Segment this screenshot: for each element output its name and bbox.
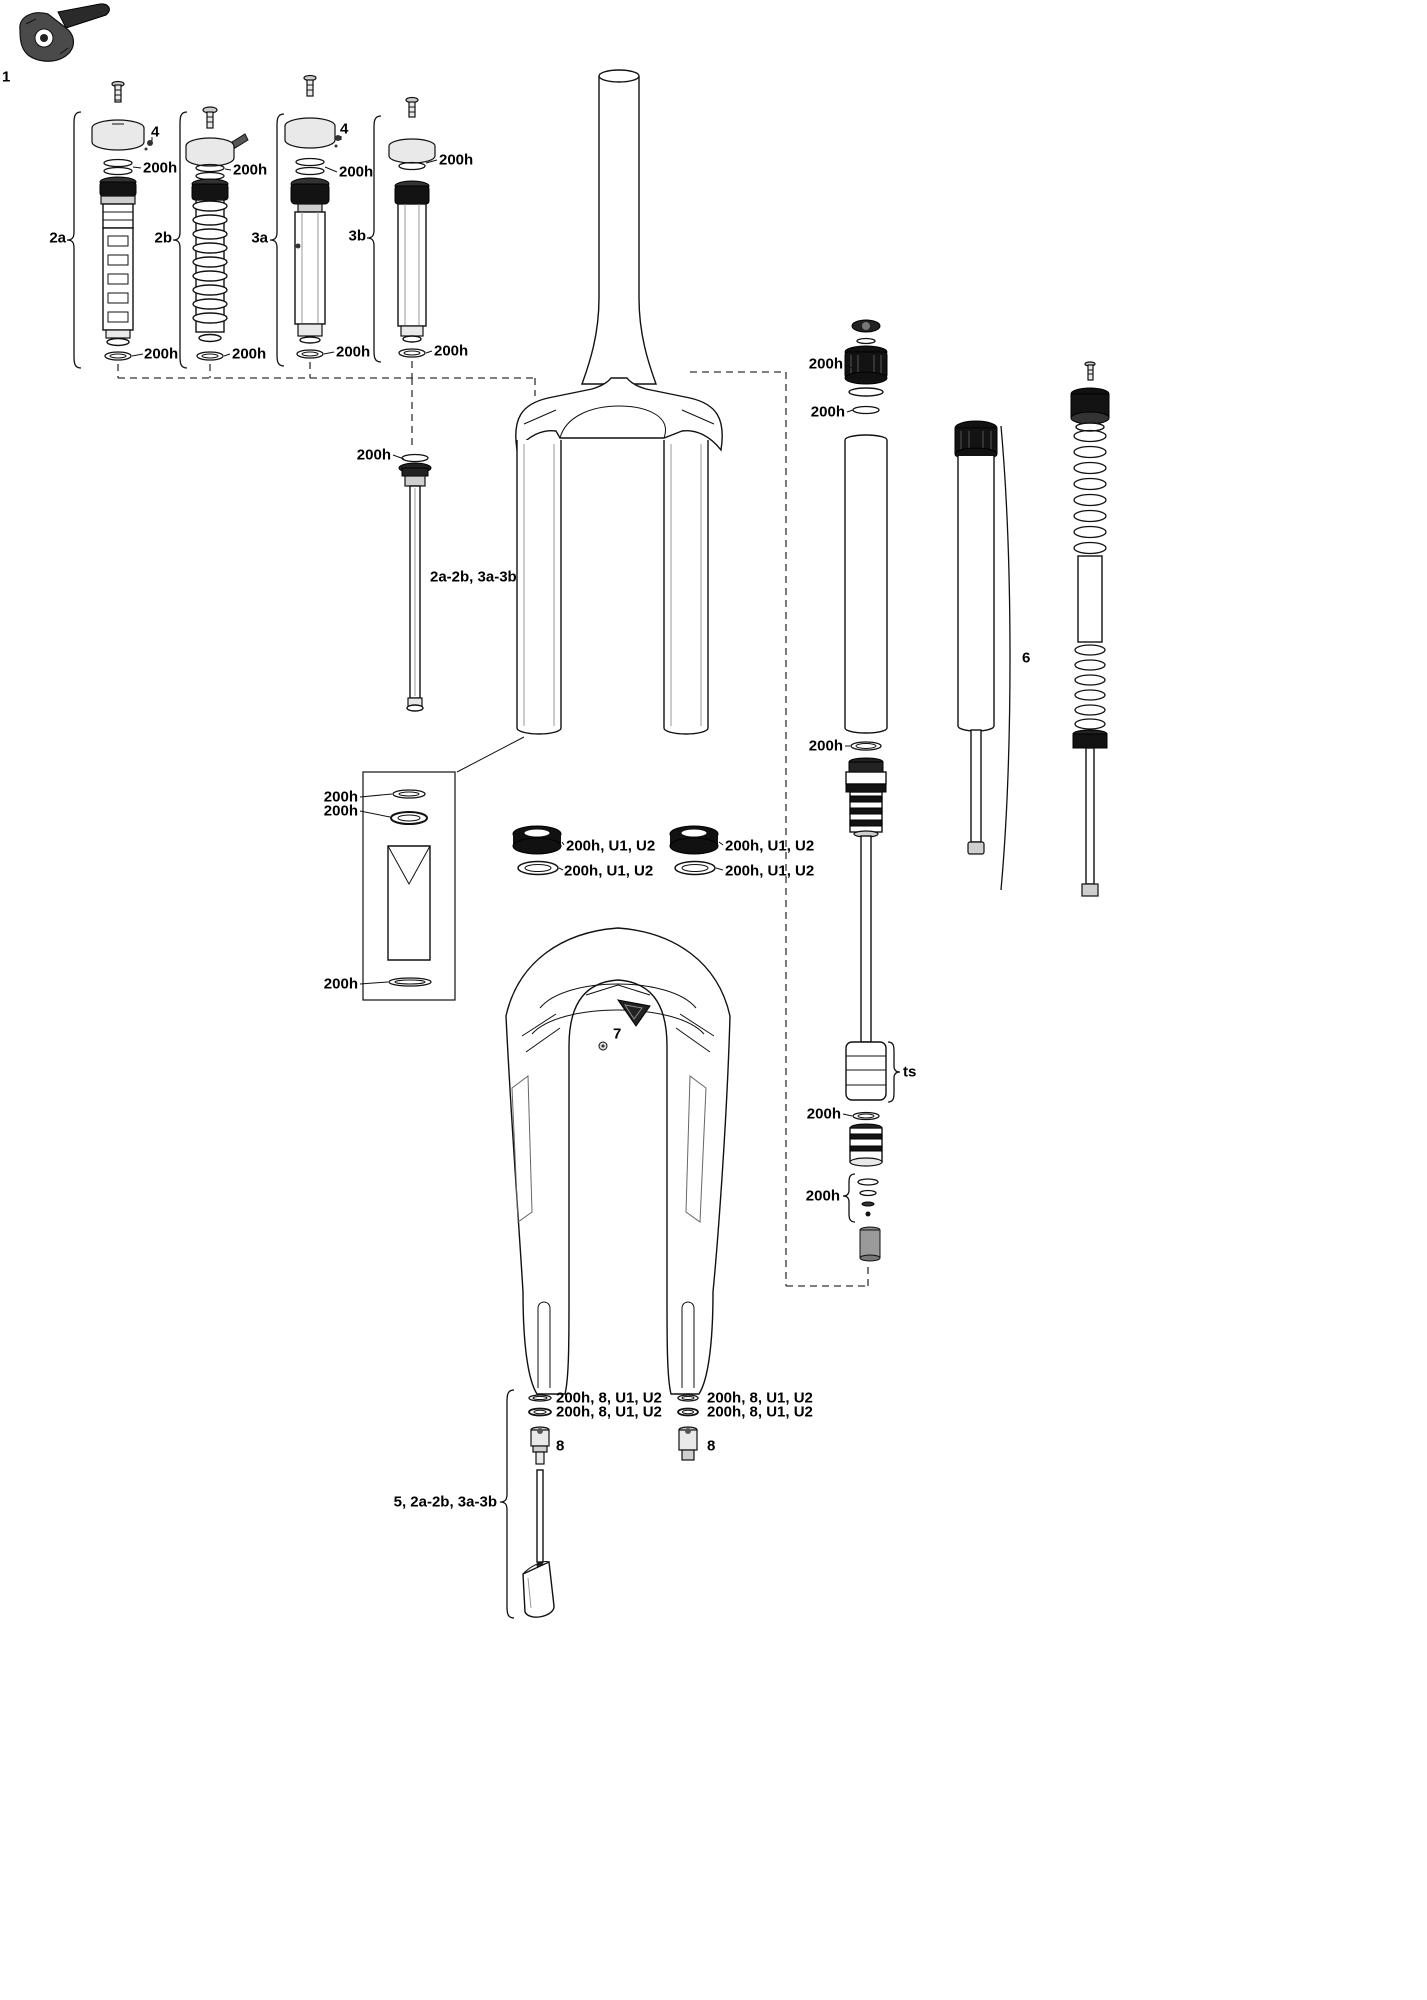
group-6-bracket <box>1000 425 1011 891</box>
label-200h-box-3: 200h <box>323 975 358 993</box>
label-part-1: 1 <box>2 68 11 86</box>
label-200h-3b-bottom: 200h <box>434 342 469 360</box>
label-part-8-right: 8 <box>707 1437 716 1455</box>
label-200h-box-2: 200h <box>323 802 358 820</box>
label-200h-3b-top: 200h <box>439 151 474 169</box>
crown-steerer-unit <box>456 69 723 773</box>
bottom-bolt-parts-right <box>677 1394 699 1461</box>
label-part-4-a: 4 <box>151 123 160 141</box>
label-dust-seal-right-2: 200h, U1, U2 <box>725 862 815 880</box>
label-group-3b: 3b <box>348 227 366 245</box>
label-dust-seal-left-2: 200h, U1, U2 <box>564 862 654 880</box>
label-shaft-group: 2a-2b, 3a-3b <box>430 568 517 586</box>
damper-assembly-3a <box>284 74 341 359</box>
group-braces <box>66 111 382 369</box>
label-group-2b: 2b <box>154 229 172 247</box>
label-200h-2a-top: 200h <box>143 159 178 177</box>
leader-lines <box>131 136 854 1117</box>
label-group-3a: 3a <box>251 229 268 247</box>
label-200h-air-2: 200h <box>810 403 845 421</box>
label-200h-3a-top: 200h <box>339 163 374 181</box>
label-foot-seal-left-2: 200h, 8, U1, U2 <box>556 1403 662 1421</box>
damper-cartridge-6 <box>954 420 998 855</box>
lowers <box>505 927 731 1395</box>
label-dust-seal-left-1: 200h, U1, U2 <box>566 837 656 855</box>
label-part-8-left: 8 <box>556 1437 565 1455</box>
label-200h-2a-bottom: 200h <box>144 345 179 363</box>
label-rebound-group: 5, 2a-2b, 3a-3b <box>393 1493 497 1511</box>
fender-bolt-7 <box>598 999 651 1051</box>
label-group-6: 6 <box>1022 649 1031 667</box>
label-200h-2b-top: 200h <box>233 161 268 179</box>
label-200h-3a-bottom: 200h <box>336 343 371 361</box>
label-foot-seal-left-1: 200h, 8, U1, U2 <box>556 1389 662 1407</box>
bottom-bolt-parts-left <box>499 1389 555 1619</box>
damper-assembly-2a <box>91 80 153 361</box>
label-200h-air-1: 200h <box>808 355 843 373</box>
label-foot-seal-right-1: 200h, 8, U1, U2 <box>707 1389 813 1407</box>
air-spring-assembly <box>842 319 901 1262</box>
dust-seals <box>512 825 719 876</box>
label-200h-shaft: 200h <box>356 446 391 464</box>
remote-lockout-lever <box>19 3 110 62</box>
label-200h-air-5: 200h <box>805 1187 840 1205</box>
label-part-4-b: 4 <box>340 120 349 138</box>
foam-ring-box <box>362 771 456 1001</box>
label-group-2a: 2a <box>49 229 66 247</box>
label-200h-box-1: 200h <box>323 788 358 806</box>
label-ts: ts <box>903 1063 917 1081</box>
coil-spring-assembly-6 <box>1070 361 1110 897</box>
label-part-7: 7 <box>613 1025 622 1043</box>
label-200h-air-3: 200h <box>808 737 843 755</box>
damper-assembly-3b <box>388 96 436 358</box>
label-200h-air-4: 200h <box>806 1105 841 1123</box>
dashed-connectors <box>117 361 869 1287</box>
label-200h-2b-bottom: 200h <box>232 345 267 363</box>
label-dust-seal-right-1: 200h, U1, U2 <box>725 837 815 855</box>
damper-shaft <box>398 453 432 712</box>
damper-assembly-2b <box>185 106 249 361</box>
label-foot-seal-right-2: 200h, 8, U1, U2 <box>707 1403 813 1421</box>
